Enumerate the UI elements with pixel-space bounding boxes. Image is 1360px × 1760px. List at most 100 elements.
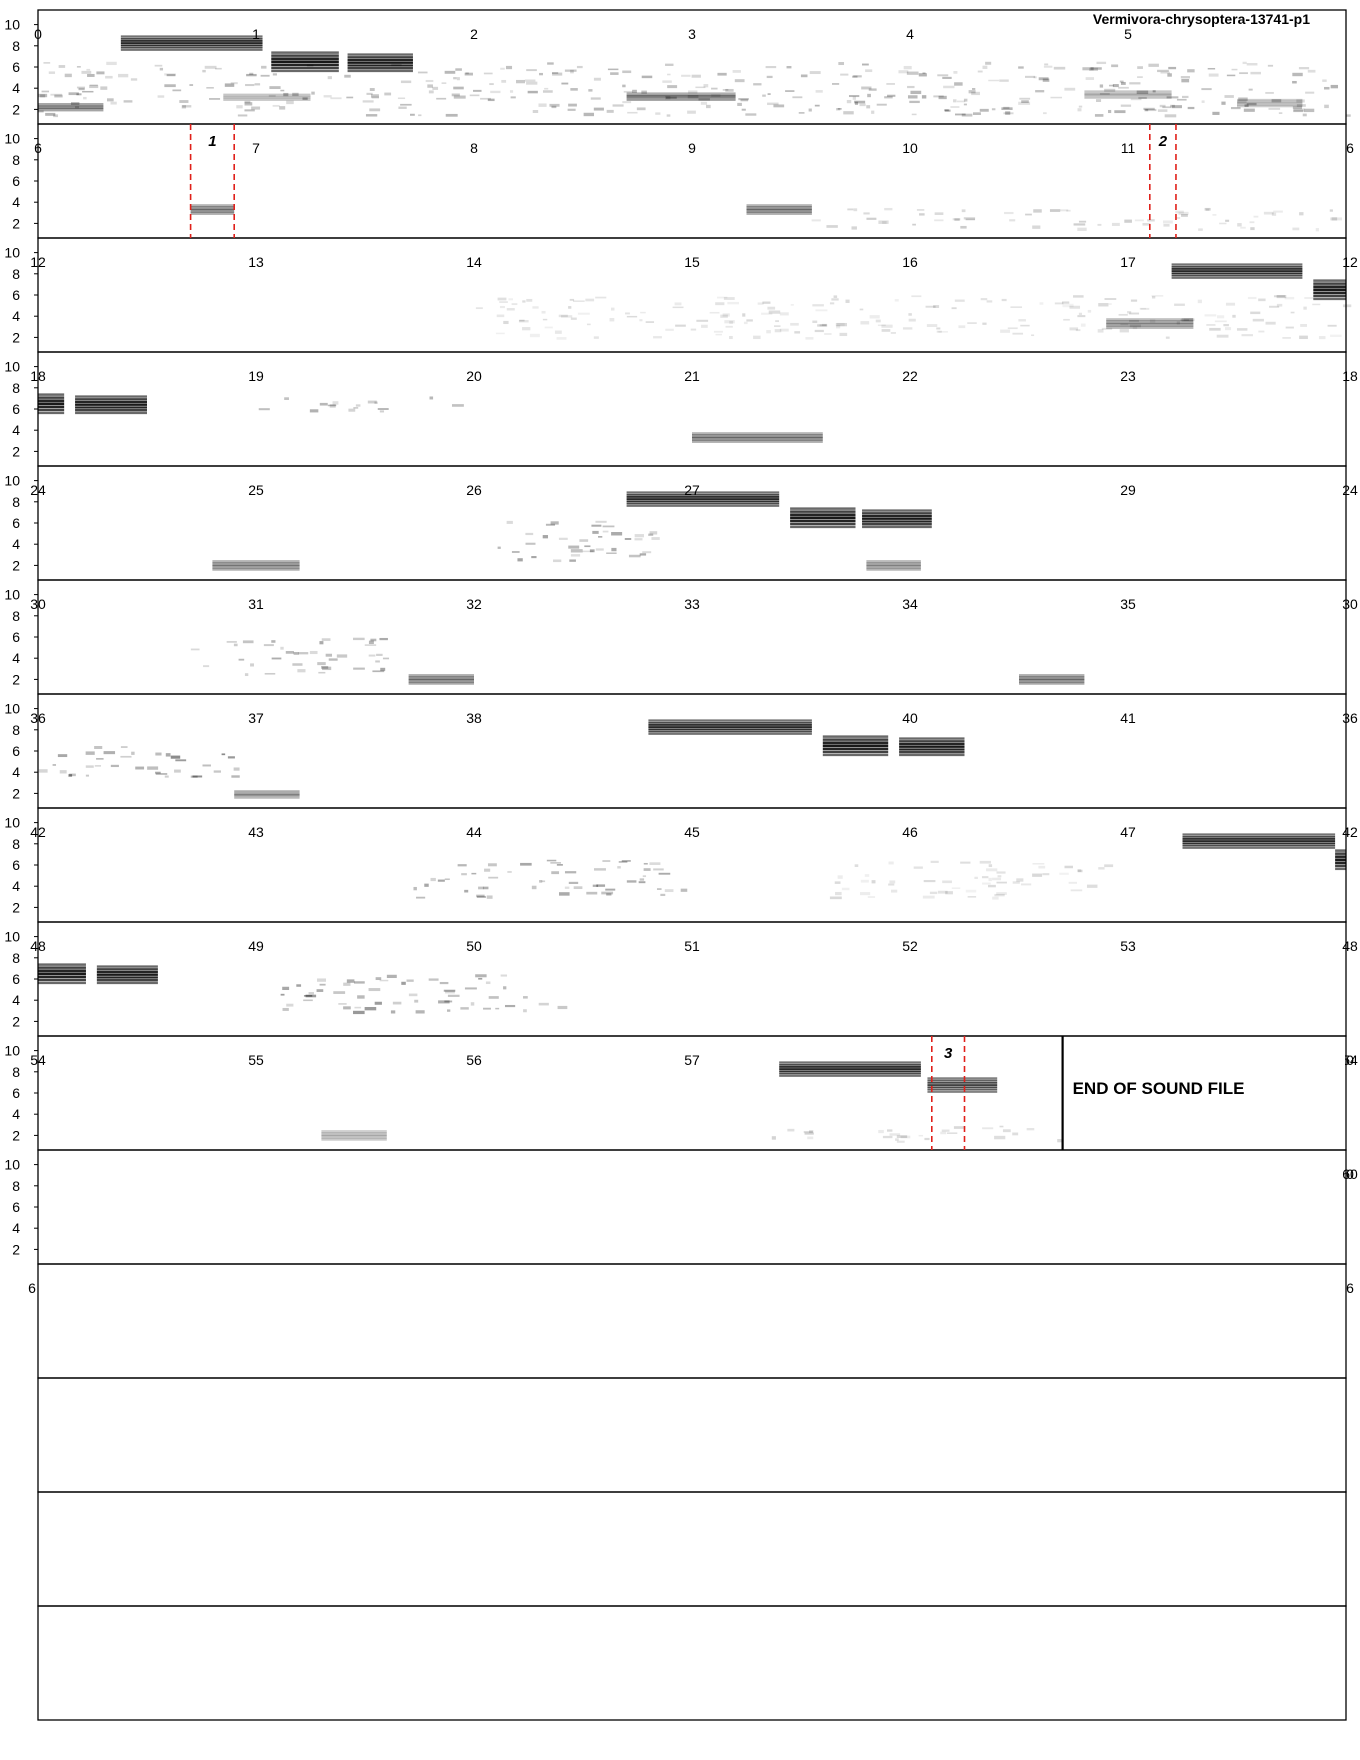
noise-speck [476,895,487,898]
noise-speck [48,71,56,74]
time-tick-label: 3 [688,26,696,42]
noise-speck [930,860,939,863]
noise-speck [96,71,105,75]
time-tick-label: 43 [248,824,264,840]
noise-speck [653,336,662,339]
freq-tick-label: 8 [12,608,20,624]
noise-speck [1018,66,1024,69]
noise-speck [766,330,771,334]
noise-speck [506,308,515,311]
noise-speck [1243,108,1255,112]
noise-speck [1303,306,1307,310]
noise-speck [567,108,576,111]
noise-speck [1178,211,1189,215]
time-tick-label: 32 [466,596,482,612]
noise-speck [985,61,992,65]
noise-speck [888,861,894,865]
noise-speck [520,862,532,866]
noise-speck [1252,318,1264,322]
noise-speck [1276,303,1283,307]
noise-speck [58,65,66,68]
noise-speck [896,1140,905,1143]
noise-speck [1327,324,1337,327]
time-tick-label: 10 [902,140,918,156]
noise-speck [946,1132,958,1134]
noise-speck [532,306,539,309]
noise-speck [1303,108,1315,113]
noise-speck [556,337,567,340]
time-tick-label: 2 [470,26,478,42]
freq-tick-label: 6 [12,971,20,987]
noise-speck [501,79,507,83]
noise-speck [845,299,850,303]
time-tick-label: 15 [684,254,700,270]
time-tick-label-right: 30 [1342,596,1358,612]
freq-tick-label: 4 [12,992,20,1008]
time-tick-label: 36 [30,710,46,726]
noise-speck [376,653,383,656]
noise-speck [272,104,280,107]
noise-speck [1032,225,1041,229]
noise-speck [1005,111,1011,115]
noise-speck [570,549,583,553]
noise-speck [206,87,214,89]
noise-speck [1059,872,1069,875]
noise-speck [1307,69,1316,73]
noise-speck [582,550,594,553]
noise-speck [859,308,864,311]
noise-speck [1305,91,1315,94]
noise-speck [854,100,866,104]
noise-speck [996,892,1007,895]
noise-speck [496,314,505,318]
noise-speck [391,63,402,67]
noise-speck [1226,74,1236,77]
noise-speck [1025,213,1032,216]
noise-speck [1001,107,1013,110]
noise-speck [831,298,839,301]
freq-tick-label: 2 [12,785,20,801]
noise-speck [464,72,473,76]
noise-speck [564,69,577,72]
noise-speck [593,336,599,339]
noise-speck [1007,327,1018,330]
noise-speck [154,64,163,67]
time-tick-label: 9 [688,140,696,156]
noise-speck [518,319,529,323]
freq-tick-label: 2 [12,443,20,459]
noise-speck [380,667,386,671]
noise-speck [1258,298,1266,302]
noise-speck [808,108,812,112]
noise-speck [471,872,477,875]
noise-speck [120,755,132,758]
noise-speck [700,101,708,105]
noise-speck [215,67,222,70]
noise-speck [532,109,539,113]
noise-speck [942,880,952,884]
noise-speck [545,523,556,526]
noise-speck [1175,210,1184,214]
noise-speck [954,82,963,86]
noise-speck [510,96,516,99]
noise-speck [665,63,674,66]
noise-speck [429,396,434,400]
noise-speck [469,94,480,97]
noise-speck [887,94,896,97]
noise-speck [1238,97,1248,101]
noise-speck [884,96,893,99]
time-tick-label-right: 36 [1342,710,1358,726]
noise-speck [951,887,961,889]
time-tick-label: 20 [466,368,482,384]
noise-speck [1304,297,1314,299]
noise-speck [1237,100,1247,104]
noise-speck [1292,72,1303,77]
noise-speck [1143,107,1155,110]
time-tick-label: 22 [902,368,918,384]
noise-speck [583,112,595,117]
noise-speck [390,1010,396,1014]
noise-speck [244,100,251,104]
noise-speck [622,70,632,74]
noise-speck [1069,305,1081,309]
noise-speck [757,302,764,305]
noise-speck [344,74,351,78]
freq-tick-label: 8 [12,1178,20,1194]
